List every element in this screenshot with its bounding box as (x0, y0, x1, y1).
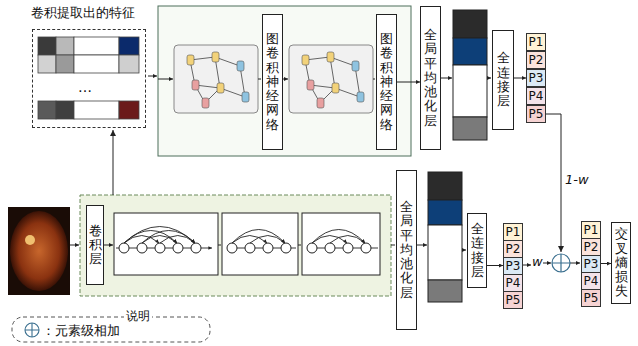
box-label: P3 (584, 257, 599, 271)
probability-cell: P4 (526, 87, 546, 105)
probability-cell: P2 (581, 238, 601, 256)
element-add-symbol (552, 254, 570, 272)
box-label: P2 (584, 240, 599, 254)
box-heading: 卷积提取出的特征 (14, 4, 152, 22)
layer-box: 卷积层 (86, 205, 104, 285)
connector (601, 263, 611, 264)
probability-cell: P5 (526, 105, 546, 123)
connector (514, 78, 526, 79)
ellipsis: … (78, 79, 92, 95)
probability-cell: P3 (581, 255, 601, 273)
probability-cell: P1 (526, 33, 546, 51)
probability-cell: P1 (503, 223, 523, 241)
feature-box: 卷积提取出的特征 (14, 4, 152, 129)
weight-label: 1-w (565, 172, 589, 187)
probability-cell: P5 (503, 291, 523, 309)
legend-text: ：元素级相加 (42, 322, 120, 340)
box-label: P5 (506, 293, 521, 307)
box-label: P3 (506, 259, 521, 273)
layer-box: 图卷积神经网络 (262, 14, 283, 150)
box-label: 卷积层 (89, 224, 102, 267)
box-label: P4 (506, 276, 521, 290)
box-label: P5 (529, 107, 544, 121)
probability-cell: P1 (581, 221, 601, 239)
box-label: P1 (506, 225, 521, 239)
feature-map (32, 29, 146, 128)
box-label: P5 (584, 291, 599, 305)
weight-label: w (532, 254, 543, 269)
probability-cell: P3 (526, 69, 546, 87)
box-label: P2 (506, 242, 521, 256)
box-label: P1 (584, 223, 599, 237)
box-label: P3 (529, 71, 544, 85)
box-label: P4 (584, 274, 599, 288)
dense-block (114, 213, 218, 275)
probability-cell: P2 (526, 51, 546, 69)
box-label: 图卷积神经网络 (380, 32, 393, 132)
connector (487, 265, 503, 266)
box-label: 全局平均池化层 (400, 200, 413, 300)
feature-cells (33, 30, 145, 127)
dense-block (222, 213, 298, 275)
box-label: P1 (529, 35, 544, 49)
layer-box: 全连接层 (467, 213, 487, 288)
probability-cell: P3 (503, 257, 523, 275)
probability-cell: P5 (581, 289, 601, 307)
graph-illustration (174, 45, 258, 113)
dense-block (302, 213, 380, 275)
box-label: P2 (529, 53, 544, 67)
layer-box: 全连接层 (492, 30, 514, 130)
box-label: P4 (529, 89, 544, 103)
loss-box: 交叉熵损失 (611, 222, 631, 304)
box-label: 全连接层 (471, 222, 484, 279)
box-label: 全局平均池化层 (424, 28, 437, 128)
layer-box: 全局平均池化层 (420, 6, 441, 150)
box-label: 全连接层 (497, 51, 510, 108)
probability-cell: P4 (503, 274, 523, 292)
legend-title: 说明 (124, 308, 152, 325)
box-label: 交叉熵损失 (615, 227, 628, 298)
graph-illustration (289, 45, 373, 113)
probability-cell: P4 (581, 272, 601, 290)
legend-symbol (25, 323, 39, 337)
layer-box: 全局平均池化层 (396, 170, 417, 330)
connector (397, 82, 420, 83)
box-label: 图卷积神经网络 (266, 32, 279, 132)
probability-cell: P2 (503, 240, 523, 258)
layer-box: 图卷积神经网络 (376, 14, 397, 150)
